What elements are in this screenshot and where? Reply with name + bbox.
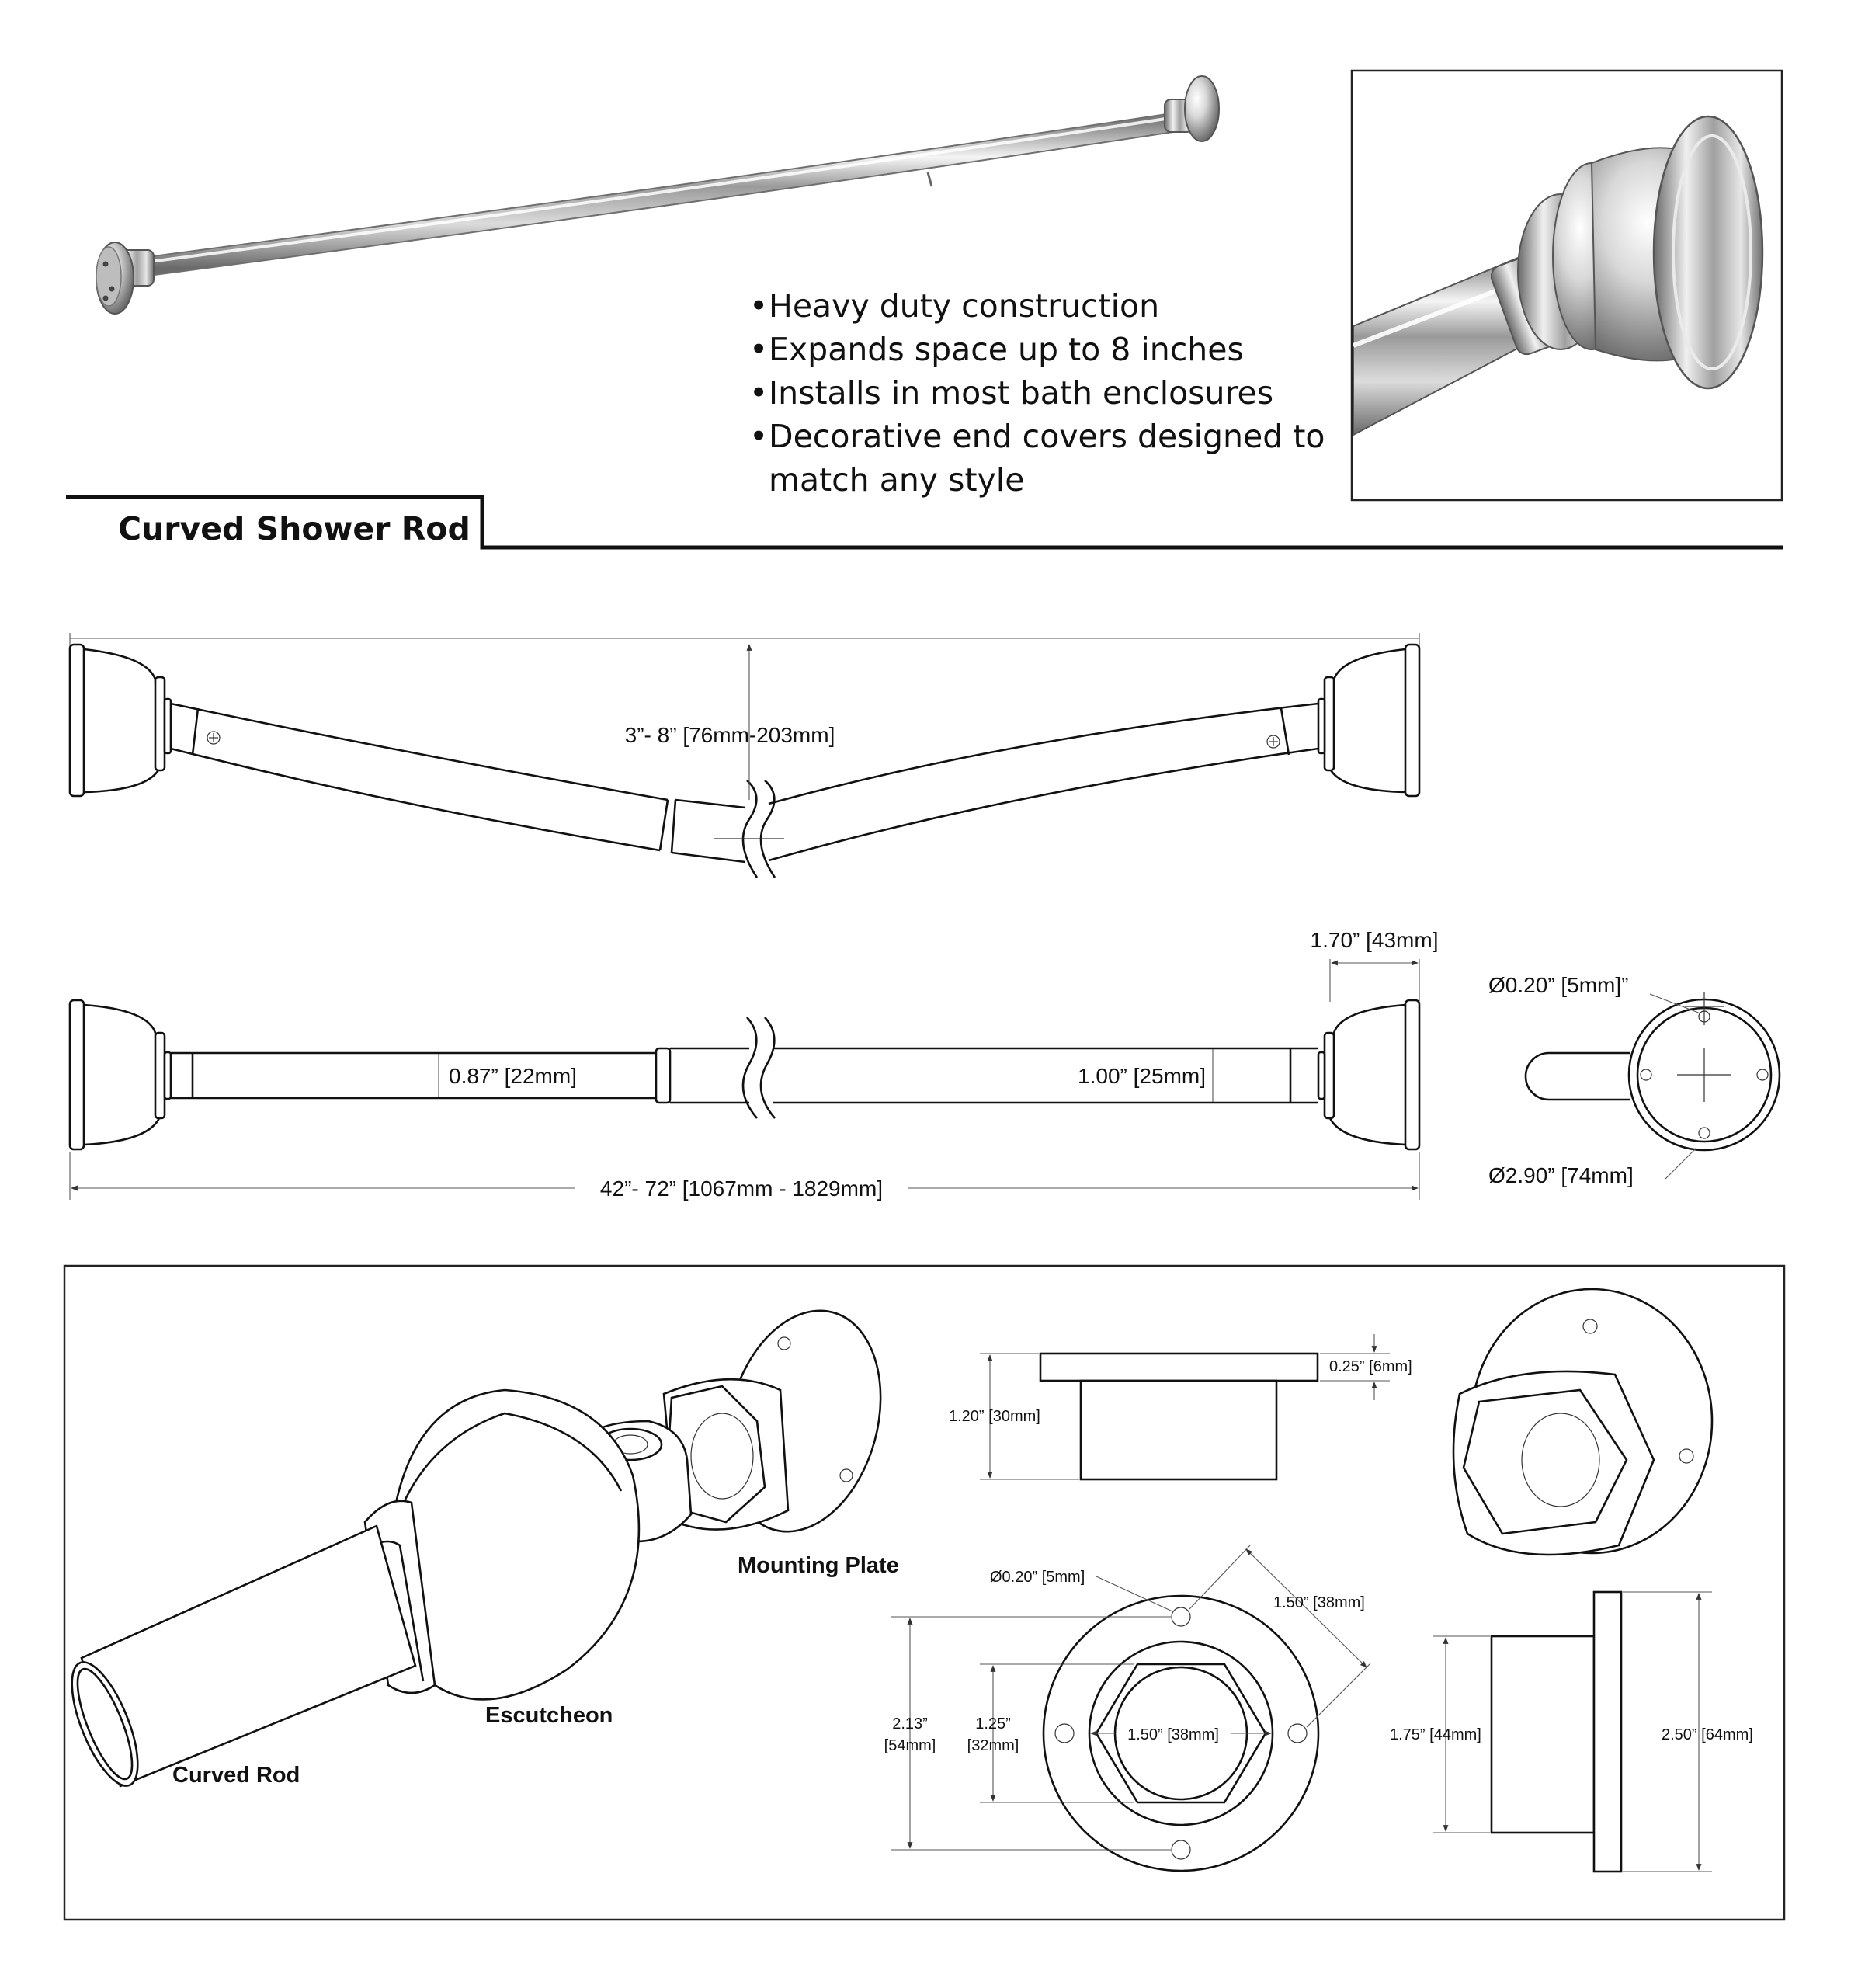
overall-length-label: 42”- 72” [1067mm - 1829mm] [600,1176,883,1201]
mounting-plate-side-view: 0.25” [6mm] 1.20” [30mm] [949,1334,1412,1481]
exploded-view-panel [63,1264,1786,1921]
flange-height-label: 2.50” [64mm] [1662,1726,1753,1743]
feature-bullet: • [749,287,768,325]
feature-bullet: • [749,374,768,412]
mounting-plate-side-profile: 1.75” [44mm] 2.50” [64mm] [1390,1590,1753,1873]
feature-item: match any style [769,461,1024,499]
escutcheon-depth-label: 1.70” [43mm] [1311,928,1439,952]
feature-item: Installs in most bath enclosures [769,374,1273,412]
rod-large-diameter-label: 1.00” [25mm] [1078,1064,1206,1088]
inner-diameter-mm-label: [32mm] [967,1737,1019,1754]
end-cap-end-view: Ø0.20” [5mm]” Ø2.90” [74mm] [1488,973,1781,1187]
exploded-assembly: Mounting Plate Escutcheon Curved Rod [71,1309,899,1788]
rod-side-view: 0.87” [22mm] 1.00” [25mm] 1.70” [43mm] 4… [68,928,1439,1201]
curved-rod-label: Curved Rod [172,1763,300,1788]
feature-bullet: • [749,418,768,455]
feature-bullet: • [749,331,768,368]
product-title-tab: Curved Shower Rod [66,495,1783,550]
mounting-plate-front-view: 1.50” [38mm] Ø0.20” [5mm] 1.50” [38mm] 2… [884,1545,1371,1872]
feature-item: Decorative end covers designed to [769,418,1325,455]
inner-diameter-label: 1.25” [975,1715,1011,1733]
plate-height-label: 1.20” [30mm] [949,1408,1040,1425]
curve-depth-label: 3”- 8” [76mm-203mm] [625,723,835,747]
flange-thickness-label: 0.25” [6mm] [1329,1358,1412,1375]
side-height-label: 1.75” [44mm] [1390,1726,1481,1743]
escutcheon-label: Escutcheon [485,1703,613,1728]
end-cap-closeup-image [1350,69,1783,502]
feature-list: • Heavy duty construction • Expands spac… [749,287,1325,499]
mounting-plate-label: Mounting Plate [738,1553,899,1578]
flange-diameter-label: Ø2.90” [74mm] [1488,1163,1634,1187]
outer-diameter-label: 2.13” [892,1715,928,1733]
product-title: Curved Shower Rod [118,510,471,547]
hole-diameter-label: Ø0.20” [5mm] [990,1569,1085,1586]
bore-diameter-label: 1.50” [38mm] [1127,1726,1219,1743]
screw-hole-diameter-label: Ø0.20” [5mm]” [1488,973,1628,997]
hole-spacing-label: 1.50” [38mm] [1273,1594,1365,1611]
rod-product-image [96,75,1220,315]
mounting-plate-isometric [1452,1288,1714,1556]
feature-item: Heavy duty construction [769,287,1159,325]
outer-diameter-mm-label: [54mm] [884,1737,936,1754]
rod-small-diameter-label: 0.87” [22mm] [449,1064,577,1088]
feature-item: Expands space up to 8 inches [769,331,1244,368]
curved-rod-top-view: 3”- 8” [76mm-203mm] [68,633,1421,878]
